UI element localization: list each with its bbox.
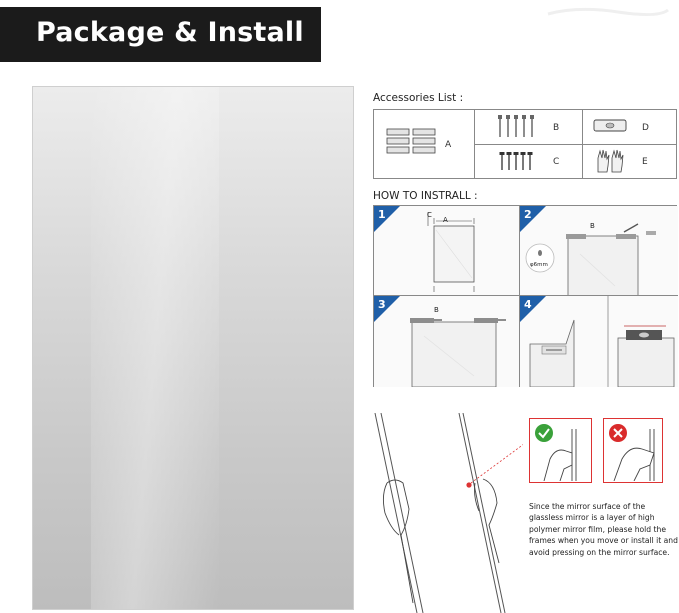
- spirit-level-icon: [593, 119, 627, 132]
- install-step-2: 2 B φ6mm: [520, 206, 678, 296]
- step-2-label-b: B: [590, 222, 595, 230]
- handling-note: Since the mirror surface of the glassles…: [529, 502, 678, 557]
- step-2-diagram: [525, 223, 656, 295]
- hand-on-surface-illustration: [613, 429, 655, 481]
- mirror-product-image: [32, 86, 354, 610]
- step-1-label-a: A: [443, 216, 448, 224]
- accessory-letter-e: E: [642, 157, 648, 167]
- check-icon: [535, 424, 553, 442]
- mounting-brackets-icon: [386, 128, 436, 154]
- hand-holding-mirror-illustration: [374, 413, 523, 613]
- wall-anchors-icon: [498, 115, 534, 137]
- accessories-heading: Accessories List :: [373, 92, 464, 104]
- step-number: 1: [378, 208, 386, 221]
- banner-title: Package & Install: [36, 17, 304, 48]
- install-steps-grid: 1 C A 2 B φ6mm: [373, 205, 678, 387]
- accessory-letter-d: D: [642, 123, 649, 133]
- wrong-handling-panel: [603, 418, 663, 483]
- step-number: 2: [524, 208, 532, 221]
- step-1-label-c: C: [427, 211, 432, 219]
- step-number: 4: [524, 298, 532, 311]
- install-step-1: 1 C A: [374, 206, 520, 296]
- step-3-diagram: [410, 318, 506, 387]
- step-2-label-diameter: φ6mm: [530, 262, 548, 268]
- accessories-table: A B C D E: [373, 109, 677, 179]
- header-banner: Package & Install: [0, 7, 321, 62]
- accessory-letter-a: A: [445, 140, 452, 150]
- step-4-diagram: [529, 296, 675, 387]
- mirror-sheen: [90, 87, 219, 609]
- hand-on-frame-illustration: [543, 429, 577, 481]
- install-step-4: 4: [520, 296, 678, 387]
- step-3-label-b: B: [434, 306, 439, 314]
- cross-icon: [609, 424, 627, 442]
- screws-icon: [499, 152, 533, 170]
- step-1-diagram: [427, 212, 475, 292]
- correct-handling-panel: [529, 418, 592, 483]
- step-number: 3: [378, 298, 386, 311]
- accessory-letter-b: B: [553, 123, 560, 133]
- install-heading: HOW TO INSTRALL :: [373, 190, 478, 202]
- gloves-icon: [597, 149, 624, 173]
- faint-watermark-mark: [547, 7, 669, 17]
- install-step-3: 3 B: [374, 296, 520, 387]
- accessory-letter-c: C: [553, 157, 560, 167]
